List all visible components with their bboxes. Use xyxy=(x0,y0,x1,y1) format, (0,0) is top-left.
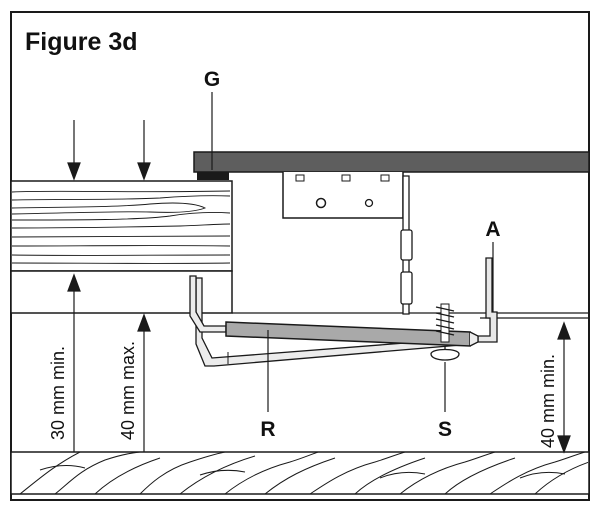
label-r: R xyxy=(260,418,275,441)
dim-text-40mm-max: 40 mm max. xyxy=(118,341,138,440)
rail-r-end xyxy=(469,331,479,347)
floor xyxy=(10,451,590,495)
dim-text-40mm-min: 40 mm min. xyxy=(538,354,558,448)
gasket-g xyxy=(197,172,229,180)
screw-s xyxy=(430,303,460,370)
dimension-40mm-max xyxy=(137,120,151,452)
label-g: G xyxy=(204,68,220,91)
label-a: A xyxy=(485,218,500,241)
figure-title: Figure 3d xyxy=(25,28,138,56)
dimension-30mm xyxy=(67,120,81,452)
hinge-knuckles xyxy=(400,229,413,305)
label-s: S xyxy=(438,418,452,441)
top-panel xyxy=(193,151,590,173)
dim-text-30mm-min: 30 mm min. xyxy=(48,346,68,440)
dimension-40mm-min xyxy=(557,321,571,454)
wood-beam xyxy=(10,180,233,272)
hinge-plate xyxy=(282,172,404,219)
